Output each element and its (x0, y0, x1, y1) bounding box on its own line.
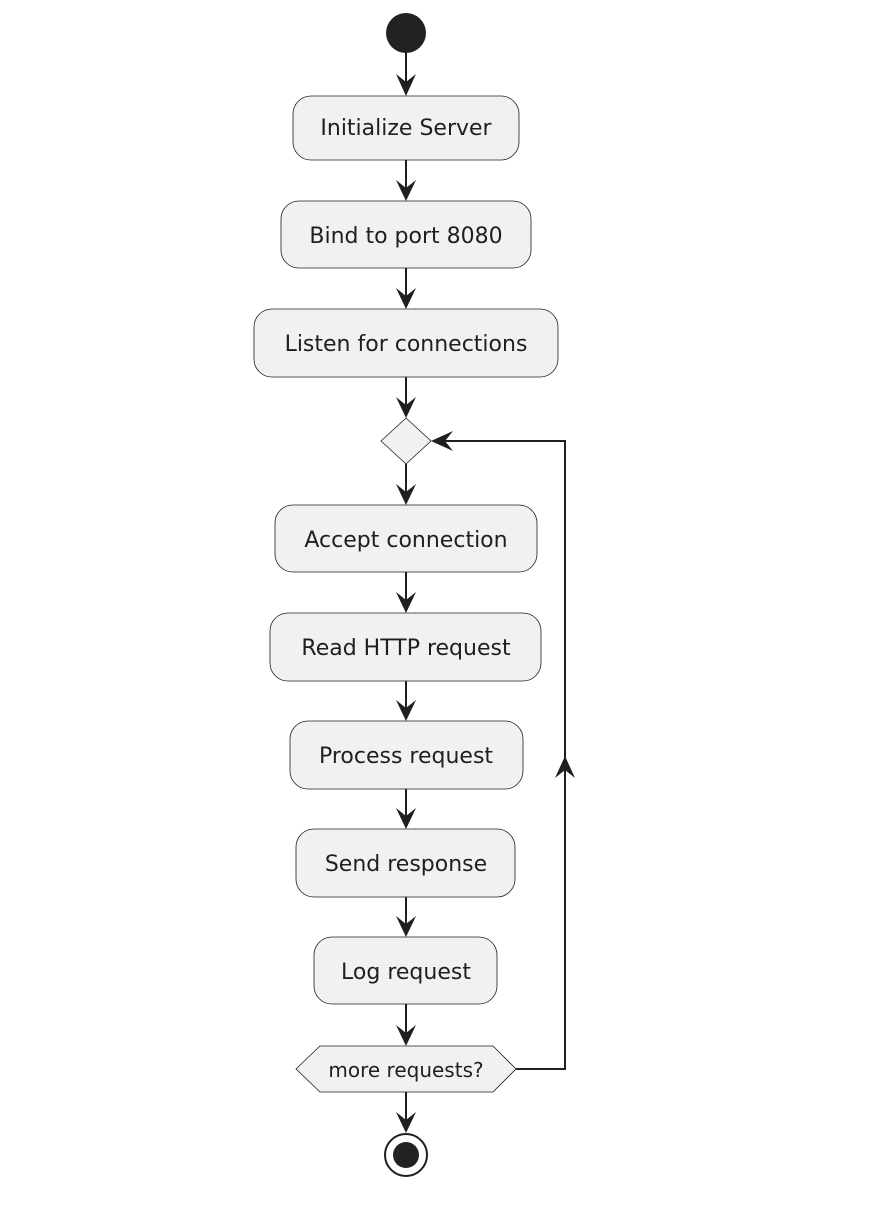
edge-loop-back (440, 440, 566, 1070)
action-label: Accept connection (304, 528, 507, 553)
arrow-head-bind (396, 180, 416, 201)
action-node-process-request: Process request (289, 720, 524, 790)
arrow-head-accept (396, 484, 416, 505)
action-node-listen: Listen for connections (253, 308, 559, 378)
arrow-head-send (396, 808, 416, 829)
decision-label: more requests? (328, 1058, 483, 1082)
arrow-head-decision (396, 1025, 416, 1046)
arrow-head-initialize (396, 74, 416, 96)
start-node (386, 13, 426, 53)
action-label: Listen for connections (285, 332, 528, 357)
action-label: Initialize Server (320, 116, 492, 141)
action-node-log-request: Log request (313, 936, 498, 1005)
action-label: Bind to port 8080 (309, 224, 502, 249)
arrow-head-loop-up (555, 756, 575, 778)
action-node-accept-connection: Accept connection (274, 504, 538, 573)
arrow-head-listen (396, 288, 416, 309)
arrow-head-merge (396, 397, 416, 418)
edges (405, 52, 566, 1121)
end-node (384, 1133, 428, 1177)
action-label: Send response (325, 852, 487, 877)
decision-more-requests: more requests? (295, 1045, 517, 1093)
arrow-head-loop-merge (431, 431, 453, 451)
arrow-head-log (396, 916, 416, 937)
action-node-initialize-server: Initialize Server (292, 95, 520, 161)
action-label: Log request (341, 960, 471, 985)
arrow-head-process (396, 700, 416, 721)
action-node-send-response: Send response (295, 828, 516, 898)
merge-diamond (380, 417, 432, 465)
action-node-bind-port: Bind to port 8080 (280, 200, 532, 269)
action-node-read-request: Read HTTP request (269, 612, 542, 682)
action-label: Read HTTP request (301, 636, 511, 661)
arrow-head-end (396, 1112, 416, 1133)
arrow-head-read (396, 592, 416, 613)
arrow-heads (396, 74, 575, 1133)
action-label: Process request (319, 744, 493, 769)
